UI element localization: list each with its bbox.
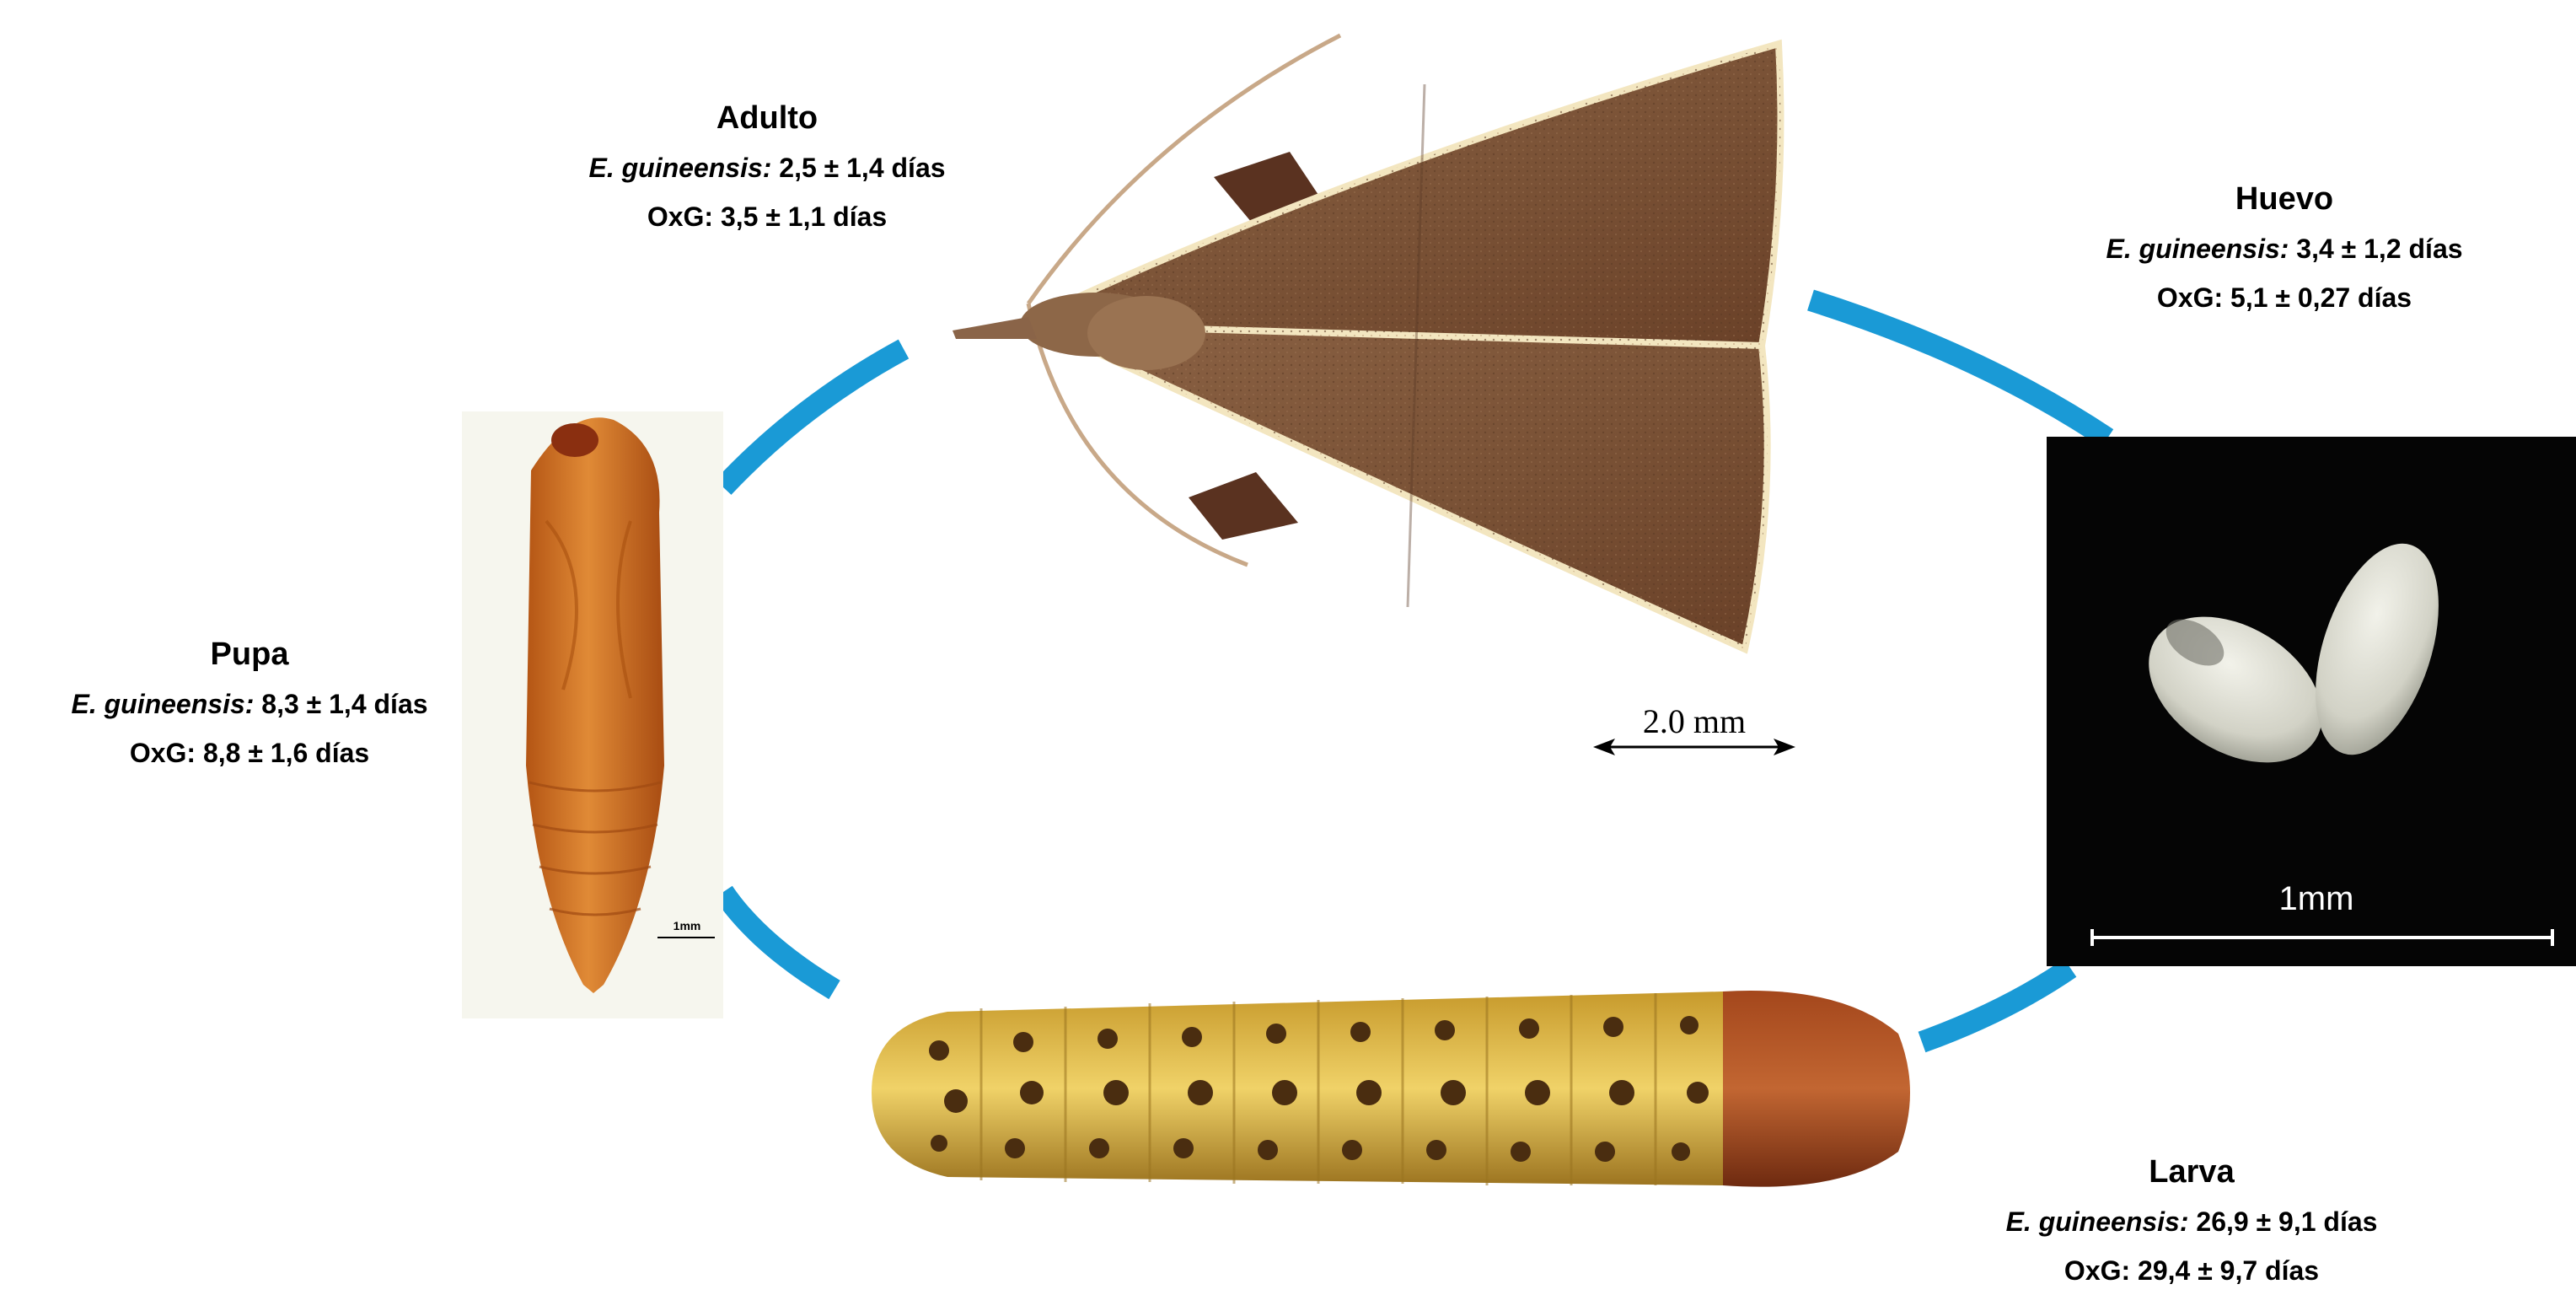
oxg-name-adulto: OxG: bbox=[647, 202, 713, 232]
species-name-adulto: E. guineensis: bbox=[588, 153, 771, 183]
stage-label-huevo: Huevo E. guineensis: 3,4 ± 1,2 días OxG:… bbox=[2074, 174, 2495, 322]
oxg-name-larva: OxG: bbox=[2064, 1255, 2130, 1286]
oxg-duration-pupa: 8,8 ± 1,6 días bbox=[203, 738, 369, 768]
adult-scale-label: 2.0 mm bbox=[1618, 701, 1770, 741]
cycle-arc-larva-to-pupa bbox=[723, 892, 835, 990]
stage-row-oxg-pupa: OxG: 8,8 ± 1,6 días bbox=[39, 728, 460, 777]
stage-label-larva: Larva E. guineensis: 26,9 ± 9,1 días OxG… bbox=[1981, 1147, 2402, 1295]
stage-row-oxg-larva: OxG: 29,4 ± 9,7 días bbox=[1981, 1246, 2402, 1295]
stage-title-adulto: Adulto bbox=[556, 93, 978, 143]
species-duration-larva: 26,9 ± 9,1 días bbox=[2196, 1206, 2377, 1237]
stage-title-larva: Larva bbox=[1981, 1147, 2402, 1197]
oxg-name-pupa: OxG: bbox=[130, 738, 196, 768]
stage-row-species-adulto: E. guineensis: 2,5 ± 1,4 días bbox=[556, 143, 978, 192]
double-arrow-icon bbox=[1593, 737, 1795, 757]
species-duration-adulto: 2,5 ± 1,4 días bbox=[779, 153, 945, 183]
species-name-larva: E. guineensis: bbox=[2006, 1206, 2189, 1237]
oxg-duration-larva: 29,4 ± 9,7 días bbox=[2138, 1255, 2319, 1286]
egg-image: 1mm bbox=[2047, 437, 2576, 966]
egg-scale-label: 1mm bbox=[2249, 880, 2384, 918]
stage-row-species-pupa: E. guineensis: 8,3 ± 1,4 días bbox=[39, 680, 460, 728]
oxg-duration-huevo: 5,1 ± 0,27 días bbox=[2230, 282, 2412, 313]
oxg-duration-adulto: 3,5 ± 1,1 días bbox=[721, 202, 887, 232]
species-duration-huevo: 3,4 ± 1,2 días bbox=[2296, 234, 2462, 264]
cycle-arc-pupa-to-adult bbox=[723, 349, 904, 487]
species-name-pupa: E. guineensis: bbox=[71, 689, 254, 719]
larva-image bbox=[846, 975, 1917, 1211]
adult-scale-bar: 2.0 mm bbox=[1593, 701, 1795, 760]
adult-moth-image bbox=[936, 25, 1795, 674]
oxg-name-huevo: OxG: bbox=[2157, 282, 2223, 313]
pupa-image: 1mm bbox=[462, 411, 723, 1018]
cycle-arc-egg-to-larva bbox=[1922, 968, 2070, 1042]
stage-title-pupa: Pupa bbox=[39, 629, 460, 680]
cycle-arc-adult-to-egg bbox=[1811, 300, 2107, 438]
stage-label-adulto: Adulto E. guineensis: 2,5 ± 1,4 días OxG… bbox=[556, 93, 978, 241]
stage-title-huevo: Huevo bbox=[2074, 174, 2495, 224]
stage-row-oxg-huevo: OxG: 5,1 ± 0,27 días bbox=[2074, 273, 2495, 322]
species-name-huevo: E. guineensis: bbox=[2106, 234, 2289, 264]
species-duration-pupa: 8,3 ± 1,4 días bbox=[261, 689, 427, 719]
stage-row-species-larva: E. guineensis: 26,9 ± 9,1 días bbox=[1981, 1197, 2402, 1246]
stage-row-oxg-adulto: OxG: 3,5 ± 1,1 días bbox=[556, 192, 978, 241]
stage-row-species-huevo: E. guineensis: 3,4 ± 1,2 días bbox=[2074, 224, 2495, 273]
pupa-scale-label: 1mm bbox=[657, 919, 716, 932]
stage-label-pupa: Pupa E. guineensis: 8,3 ± 1,4 días OxG: … bbox=[39, 629, 460, 777]
